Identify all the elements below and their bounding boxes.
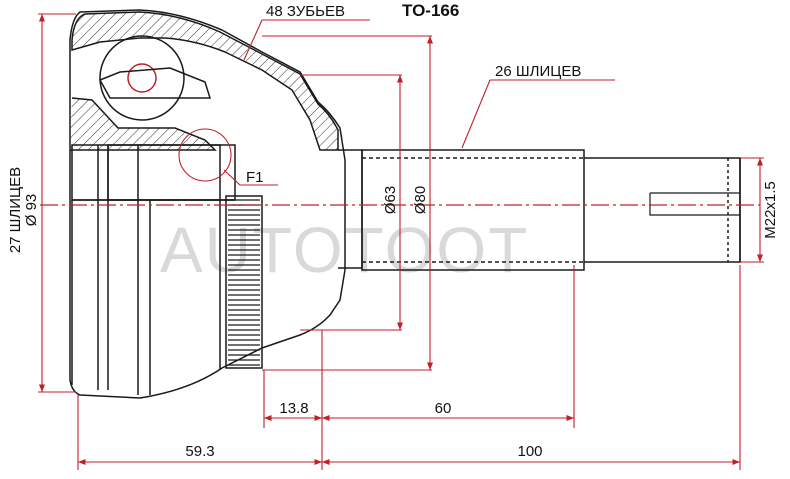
dimension-lines xyxy=(38,13,764,470)
inner-splines-label: 27 ШЛИЦЕВ xyxy=(7,167,24,253)
len-60-label: 60 xyxy=(435,400,452,417)
outer-teeth-label: 48 ЗУБЬЕВ xyxy=(266,3,345,20)
detail-f1-label: F1 xyxy=(246,169,264,186)
dia-80-label: Ø80 xyxy=(412,186,429,214)
thread-label: M22x1.5 xyxy=(762,181,779,239)
part-number-label: TO-166 xyxy=(402,1,459,20)
len-13-8-label: 13.8 xyxy=(279,400,308,417)
abs-ring-teeth xyxy=(228,199,260,366)
dia-63-label: Ø63 xyxy=(382,186,399,214)
outer-race-body xyxy=(69,9,346,399)
shaft-splines-label: 26 ШЛИЦЕВ xyxy=(495,63,581,80)
len-100-label: 100 xyxy=(517,443,542,460)
inner-diameter-label: Ø 93 xyxy=(23,194,40,227)
len-59-3-label: 59.3 xyxy=(185,443,214,460)
